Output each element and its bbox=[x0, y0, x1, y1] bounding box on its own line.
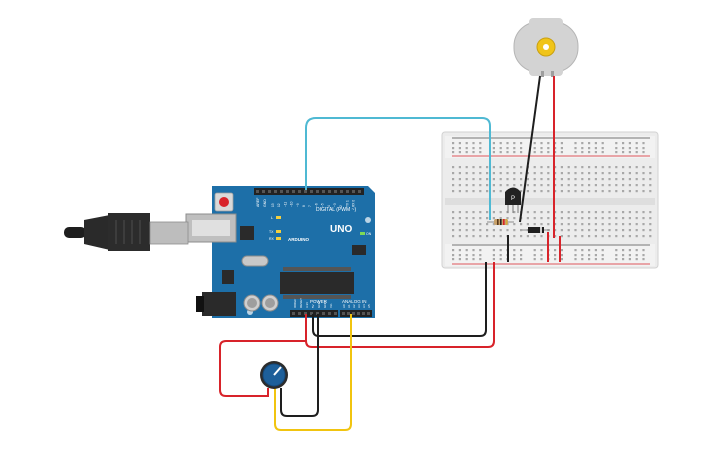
analog-pin-label: A2 bbox=[352, 304, 356, 308]
potentiometer-icon[interactable] bbox=[260, 361, 288, 389]
led-on bbox=[360, 232, 365, 235]
digital-pin-label: ~9 bbox=[296, 203, 300, 207]
wire-black-motor[interactable] bbox=[519, 75, 541, 223]
analog-pin-label: A4 bbox=[362, 304, 366, 308]
wire-red-5v-breadboard[interactable] bbox=[305, 262, 495, 348]
digital-pin-label: 8 bbox=[302, 205, 306, 207]
arduino-uno-board[interactable]: DIGITAL (PWM ~) UNO ARDUINO POWER ANALOG… bbox=[185, 186, 375, 318]
gnd-top-label: GND bbox=[263, 199, 267, 207]
digital-header bbox=[254, 188, 364, 195]
wire-black-gnd-pot[interactable] bbox=[280, 314, 319, 417]
digital-pin-label: ~11 bbox=[283, 202, 287, 207]
digital-pin-label: ~10 bbox=[290, 201, 294, 207]
icsp-header bbox=[352, 245, 366, 255]
power-header-label: POWER bbox=[310, 299, 328, 304]
power-pin-label: GND bbox=[317, 301, 321, 309]
power-pin-label: 5V bbox=[311, 304, 315, 308]
analog-pin-label: A0 bbox=[342, 304, 346, 308]
digital-pin-label: 12 bbox=[277, 203, 281, 207]
voltage-regulator bbox=[222, 270, 234, 284]
usb-chip bbox=[240, 226, 254, 240]
analog-header bbox=[340, 310, 372, 317]
power-jack bbox=[196, 292, 236, 316]
wire-yellow-analog[interactable] bbox=[274, 314, 352, 431]
digital-pin-label: 7 bbox=[308, 205, 312, 207]
digital-header-label: DIGITAL (PWM ~) bbox=[316, 207, 356, 213]
led-rx bbox=[276, 237, 281, 240]
power-header bbox=[290, 310, 338, 317]
power-pin-label: IOREF bbox=[293, 299, 297, 308]
wire-cyan-signal[interactable] bbox=[305, 117, 491, 220]
dc-motor-icon[interactable] bbox=[513, 18, 579, 77]
uno-model-label: UNO bbox=[330, 224, 352, 235]
breadboard[interactable] bbox=[441, 131, 659, 269]
digital-pin-label: 4 bbox=[327, 205, 331, 207]
digital-pin-label: ~6 bbox=[314, 203, 318, 207]
resistor[interactable] bbox=[487, 219, 514, 225]
wire-black-gnd-breadboard[interactable] bbox=[312, 262, 487, 337]
analog-header-label: ANALOG IN bbox=[342, 299, 367, 304]
transistor[interactable]: P bbox=[505, 187, 521, 214]
diode[interactable] bbox=[522, 227, 550, 233]
led-tx bbox=[276, 230, 281, 233]
analog-pin-label: A1 bbox=[347, 304, 351, 308]
digital-pin-label: ~3 bbox=[333, 203, 337, 207]
transistor-label: P bbox=[511, 196, 515, 202]
led-l-label: L bbox=[271, 215, 274, 220]
power-pin-label: RESET bbox=[299, 298, 303, 308]
digital-pin-label: TX 1 bbox=[345, 200, 349, 207]
analog-pin-label: A3 bbox=[357, 304, 361, 308]
wire-red-5v-pot[interactable] bbox=[219, 314, 307, 397]
digital-pin-label: ~5 bbox=[321, 203, 325, 207]
power-pin-label: Vin bbox=[329, 303, 333, 308]
crystal-oscillator bbox=[241, 255, 269, 267]
arduino-brand-label: ARDUINO bbox=[288, 237, 309, 242]
breadboard-holes bbox=[452, 142, 652, 261]
power-pin-label: 3.3V bbox=[305, 302, 309, 308]
led-l bbox=[276, 216, 281, 219]
reset-button[interactable] bbox=[214, 192, 234, 212]
digital-pin-label: 2 bbox=[339, 205, 343, 207]
power-pin-label: GND bbox=[323, 301, 327, 309]
atmega-chip bbox=[280, 272, 354, 294]
led-rx-label: RX bbox=[269, 237, 275, 241]
led-on-label: ON bbox=[366, 232, 372, 236]
analog-pin-label: A5 bbox=[367, 304, 371, 308]
led-tx-label: TX bbox=[269, 230, 274, 234]
usb-cable-icon bbox=[64, 213, 189, 251]
digital-pin-label: RX 0 bbox=[352, 200, 356, 207]
digital-pin-label: 13 bbox=[271, 203, 275, 207]
aref-label: AREF bbox=[256, 198, 260, 207]
